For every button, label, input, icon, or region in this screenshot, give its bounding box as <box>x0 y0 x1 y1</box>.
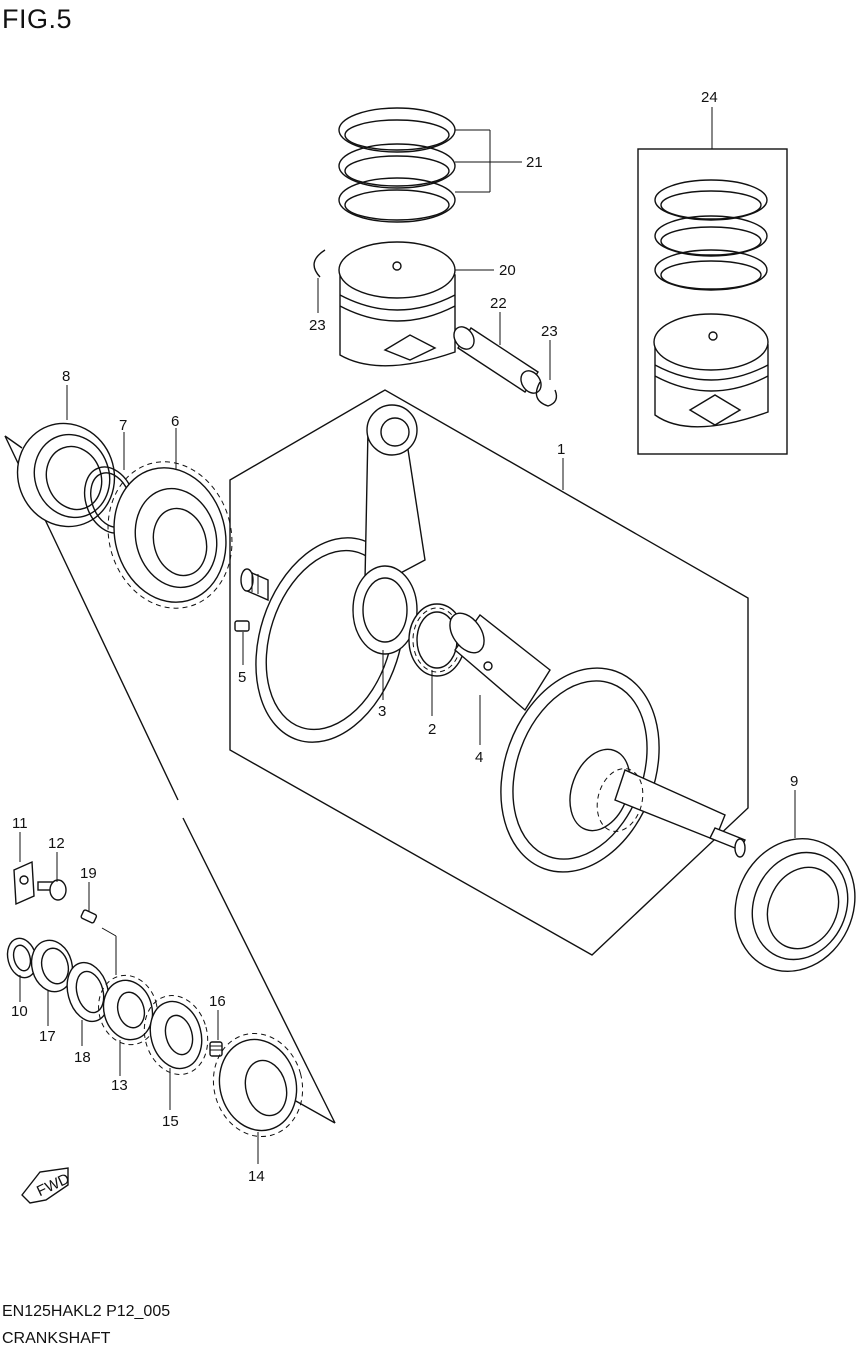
circlip-23-right <box>535 381 558 407</box>
callout-7: 7 <box>119 417 127 434</box>
callout-5: 5 <box>238 669 246 686</box>
crank-flywheel-right <box>500 667 746 873</box>
callout-20: 20 <box>499 262 516 279</box>
callout-8: 8 <box>62 368 70 385</box>
piston-20 <box>338 241 456 367</box>
callout-22: 22 <box>490 295 507 312</box>
piston-set-rings <box>654 179 768 291</box>
gear-14 <box>212 1032 304 1138</box>
callout-18: 18 <box>74 1049 91 1066</box>
callout-9: 9 <box>790 773 798 790</box>
callouts: 1 2 3 4 5 6 7 8 9 10 11 12 13 14 15 16 1… <box>11 89 798 1185</box>
piston-pin-22 <box>453 326 542 394</box>
gear-13 <box>98 974 158 1046</box>
figure-title: FIG.5 <box>2 4 73 34</box>
connecting-rod-3 <box>352 404 426 655</box>
assembly-box-crankshaft <box>229 389 749 956</box>
leader-lines <box>19 107 796 1164</box>
screw-12 <box>37 879 67 901</box>
piston-set-piston <box>653 313 769 428</box>
diagram-name: CRANKSHAFT <box>2 1330 111 1347</box>
piston-rings-21 <box>338 107 456 223</box>
callout-2: 2 <box>428 721 436 738</box>
callout-23-left: 23 <box>309 317 326 334</box>
pin-19 <box>80 909 98 924</box>
gear-15 <box>143 995 209 1075</box>
callout-11: 11 <box>12 815 28 832</box>
callout-6: 6 <box>171 413 179 430</box>
callout-21: 21 <box>526 154 543 171</box>
callout-17: 17 <box>39 1028 56 1045</box>
fwd-arrow-icon: FWD <box>21 1167 72 1204</box>
callout-12: 12 <box>48 835 65 852</box>
callout-10: 10 <box>11 1003 28 1020</box>
circlip-23-left <box>313 249 326 278</box>
callout-14: 14 <box>248 1168 265 1185</box>
bearing-8 <box>16 422 116 528</box>
bearing-9 <box>734 837 856 973</box>
callout-4: 4 <box>475 749 483 766</box>
primary-drive-gear-6 <box>107 461 233 609</box>
callout-16: 16 <box>209 993 226 1010</box>
spring-16 <box>209 1041 223 1057</box>
callout-19: 19 <box>80 865 97 882</box>
key-5 <box>234 620 250 632</box>
bush-17 <box>30 939 74 993</box>
callout-1: 1 <box>557 441 565 458</box>
callout-23-right: 23 <box>541 323 558 340</box>
washer-plate-11 <box>13 860 35 906</box>
callout-3: 3 <box>378 703 386 720</box>
crank-pin-4 <box>449 612 551 712</box>
diagram-code: EN125HAKL2 P12_005 <box>2 1303 171 1320</box>
callout-15: 15 <box>162 1113 179 1130</box>
callout-24: 24 <box>701 89 718 106</box>
callout-13: 13 <box>111 1077 128 1094</box>
